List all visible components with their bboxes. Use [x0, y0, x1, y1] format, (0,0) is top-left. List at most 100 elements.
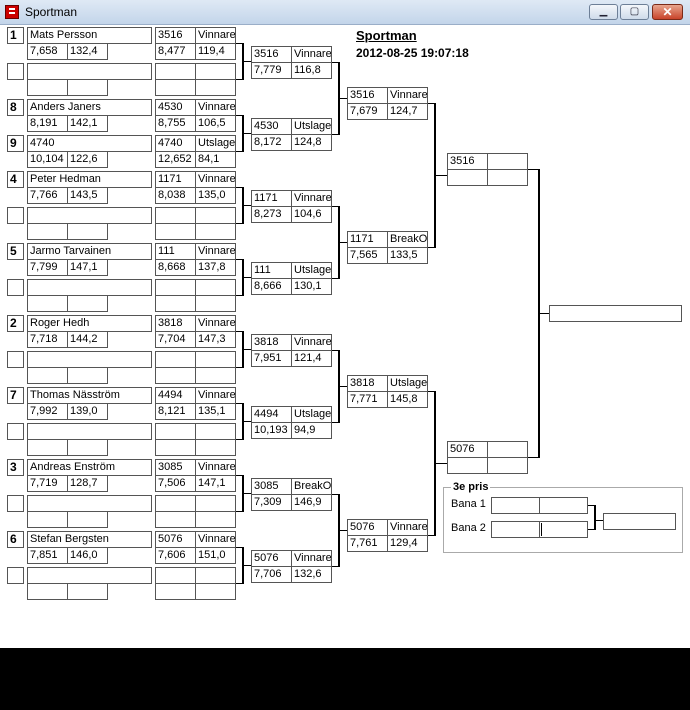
- racer-name-field[interactable]: Roger Hedh: [27, 315, 152, 332]
- elapsed-time-field[interactable]: 7,766: [27, 187, 68, 204]
- result-field[interactable]: [195, 63, 236, 80]
- elapsed-time-field[interactable]: [155, 367, 196, 384]
- speed-field[interactable]: [195, 511, 236, 528]
- speed-field[interactable]: 137,8: [195, 259, 236, 276]
- speed-field[interactable]: 128,7: [67, 475, 108, 492]
- car-number-field[interactable]: 3085: [155, 459, 196, 476]
- racer-name-field[interactable]: [27, 423, 152, 440]
- racer-name-field[interactable]: Andreas Enström: [27, 459, 152, 476]
- racer-name-field[interactable]: Thomas Näsström: [27, 387, 152, 404]
- result-field[interactable]: Vinnare: [195, 531, 236, 548]
- third-place-winner[interactable]: [603, 513, 676, 530]
- result-field[interactable]: [195, 495, 236, 512]
- result-field[interactable]: Vinnare: [291, 334, 332, 351]
- car-number-field[interactable]: 5076: [155, 531, 196, 548]
- speed-field[interactable]: 106,5: [195, 115, 236, 132]
- speed-field[interactable]: 132,4: [67, 43, 108, 60]
- speed-field[interactable]: [67, 439, 108, 456]
- elapsed-time-field[interactable]: [447, 169, 488, 186]
- car-number-field[interactable]: 3085: [251, 478, 292, 495]
- elapsed-time-field[interactable]: 12,652: [155, 151, 196, 168]
- elapsed-time-field[interactable]: 8,191: [27, 115, 68, 132]
- car-number-field[interactable]: [155, 351, 196, 368]
- speed-field[interactable]: 147,1: [195, 475, 236, 492]
- car-number-field[interactable]: [155, 279, 196, 296]
- elapsed-time-field[interactable]: [27, 583, 68, 600]
- speed-field[interactable]: [67, 583, 108, 600]
- result-field[interactable]: [487, 153, 528, 170]
- result-field[interactable]: [487, 441, 528, 458]
- elapsed-time-field[interactable]: [27, 295, 68, 312]
- result-field[interactable]: Utslagen: [387, 375, 428, 392]
- speed-field[interactable]: 121,4: [291, 350, 332, 367]
- elapsed-time-field[interactable]: 8,038: [155, 187, 196, 204]
- result-field[interactable]: Vinnare: [195, 27, 236, 44]
- elapsed-time-field[interactable]: 7,799: [27, 259, 68, 276]
- result-field[interactable]: Vinnare: [195, 243, 236, 260]
- racer-name-field[interactable]: Peter Hedman: [27, 171, 152, 188]
- speed-field[interactable]: [195, 367, 236, 384]
- speed-field[interactable]: 143,5: [67, 187, 108, 204]
- elapsed-time-field[interactable]: 7,506: [155, 475, 196, 492]
- result-field[interactable]: [195, 567, 236, 584]
- speed-field[interactable]: 135,1: [195, 403, 236, 420]
- car-number-field[interactable]: 4530: [251, 118, 292, 135]
- result-field[interactable]: Vinnare: [195, 171, 236, 188]
- elapsed-time-field[interactable]: 8,668: [155, 259, 196, 276]
- elapsed-time-field[interactable]: 10,104: [27, 151, 68, 168]
- racer-name-field[interactable]: Anders Janers: [27, 99, 152, 116]
- result-field[interactable]: [195, 207, 236, 224]
- car-number-field[interactable]: [155, 495, 196, 512]
- elapsed-time-field[interactable]: [155, 295, 196, 312]
- car-number-field[interactable]: 5076: [447, 441, 488, 458]
- elapsed-time-field[interactable]: [27, 367, 68, 384]
- elapsed-time-field[interactable]: [155, 79, 196, 96]
- result-field[interactable]: Vinnare: [291, 550, 332, 567]
- racer-name-field[interactable]: [27, 495, 152, 512]
- elapsed-time-field[interactable]: 7,951: [251, 350, 292, 367]
- speed-field[interactable]: [67, 295, 108, 312]
- speed-field[interactable]: 135,0: [195, 187, 236, 204]
- speed-field[interactable]: 104,6: [291, 206, 332, 223]
- racer-name-field[interactable]: [27, 207, 152, 224]
- elapsed-time-field[interactable]: [155, 583, 196, 600]
- car-number-field[interactable]: 4494: [251, 406, 292, 423]
- racer-name-field[interactable]: Stefan Bergsten: [27, 531, 152, 548]
- speed-field[interactable]: [195, 223, 236, 240]
- racer-name-field[interactable]: [27, 63, 152, 80]
- result-field[interactable]: Vinnare: [195, 387, 236, 404]
- car-number-field[interactable]: 4494: [155, 387, 196, 404]
- elapsed-time-field[interactable]: [155, 223, 196, 240]
- car-number-field[interactable]: 1171: [155, 171, 196, 188]
- car-number-field[interactable]: 111: [251, 262, 292, 279]
- result-field[interactable]: Vinnare: [195, 99, 236, 116]
- result-field[interactable]: Vinnare: [387, 519, 428, 536]
- speed-field[interactable]: [67, 79, 108, 96]
- elapsed-time-field[interactable]: 7,565: [347, 247, 388, 264]
- speed-field[interactable]: [67, 367, 108, 384]
- elapsed-time-field[interactable]: 7,992: [27, 403, 68, 420]
- car-number-field[interactable]: [155, 207, 196, 224]
- car-number-field[interactable]: 3818: [347, 375, 388, 392]
- car-number-field[interactable]: [155, 567, 196, 584]
- result-field[interactable]: BreakOut: [291, 478, 332, 495]
- car-number-field[interactable]: 1171: [347, 231, 388, 248]
- elapsed-time-field[interactable]: 8,121: [155, 403, 196, 420]
- speed-field[interactable]: 146,9: [291, 494, 332, 511]
- speed-field[interactable]: 146,0: [67, 547, 108, 564]
- car-number-field[interactable]: 3516: [347, 87, 388, 104]
- elapsed-time-field[interactable]: 10,193: [251, 422, 292, 439]
- speed-field[interactable]: 151,0: [195, 547, 236, 564]
- speed-field[interactable]: 147,1: [67, 259, 108, 276]
- elapsed-time-field[interactable]: 7,771: [347, 391, 388, 408]
- speed-field[interactable]: [195, 439, 236, 456]
- elapsed-time-field[interactable]: [27, 439, 68, 456]
- car-number-field[interactable]: 4740: [155, 135, 196, 152]
- result-field[interactable]: Utslagen: [195, 135, 236, 152]
- elapsed-time-field[interactable]: 7,679: [347, 103, 388, 120]
- result-field[interactable]: Utslagen: [291, 118, 332, 135]
- racer-name-field[interactable]: Mats Persson: [27, 27, 152, 44]
- car-number-field[interactable]: 1171: [251, 190, 292, 207]
- elapsed-time-field[interactable]: [27, 223, 68, 240]
- racer-name-field[interactable]: Jarmo Tarvainen: [27, 243, 152, 260]
